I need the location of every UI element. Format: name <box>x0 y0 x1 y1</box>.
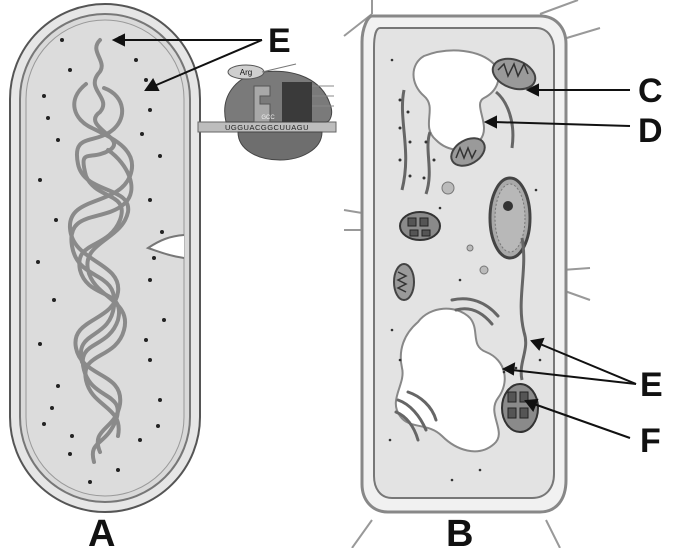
panel-label-a: A <box>88 513 115 548</box>
plant-cell <box>344 0 600 548</box>
chloroplast <box>400 212 440 240</box>
callout-d: D <box>638 112 663 150</box>
cytoplasm <box>26 20 184 496</box>
callout-f: F <box>640 422 661 460</box>
callout-c: C <box>638 72 663 110</box>
callout-e-cell-a: E <box>268 22 291 60</box>
trna-site <box>282 82 312 122</box>
ribosome-small-subunit <box>238 132 322 160</box>
anticodon-label: GCC <box>261 115 275 121</box>
amino-acid-label: Arg <box>240 68 252 77</box>
prokaryotic-cell <box>10 4 200 512</box>
mrna-sequence: UGGUACGGCUUAGU <box>225 123 309 132</box>
callout-e-cell-b: E <box>640 366 663 404</box>
panel-label-b: B <box>446 513 473 548</box>
ribosome-inset: Arg GCC UGGUACGGCUUAGU <box>198 64 336 160</box>
mitochondrion <box>394 264 414 300</box>
polypeptide-line <box>262 64 296 72</box>
